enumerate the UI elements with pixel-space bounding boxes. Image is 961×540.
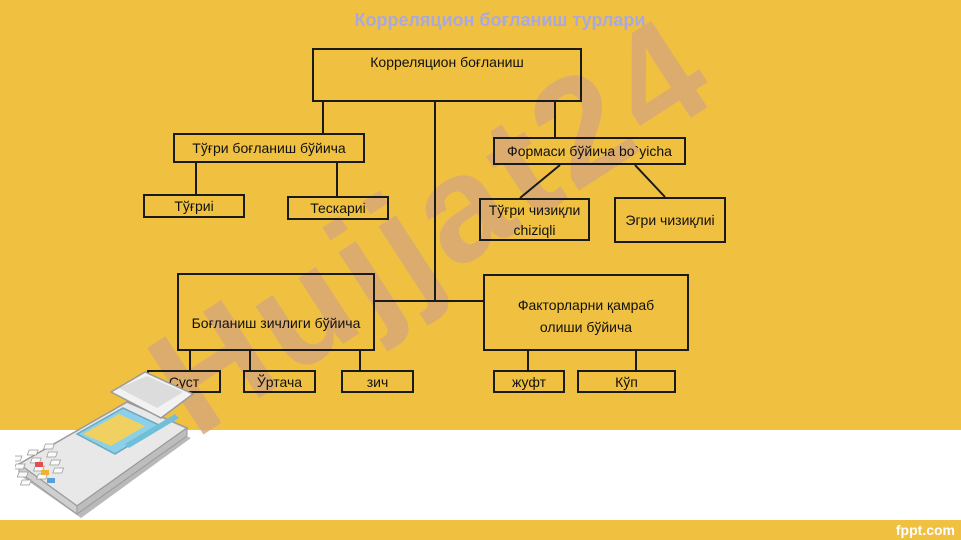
node-strong-label: зич bbox=[366, 373, 389, 390]
node-by-factors: Факторларни қамраб олиши бўйича bbox=[483, 274, 689, 351]
node-medium: Ўртача bbox=[243, 370, 316, 393]
node-direct-label: Тўғриі bbox=[174, 198, 214, 214]
node-inverse-label: Тескариі bbox=[310, 200, 366, 216]
node-direct: Тўғриі bbox=[143, 194, 245, 218]
node-by-factors-label: Факторларни қамраб олиши бўйича bbox=[517, 297, 655, 335]
footer-logo: fppt.com bbox=[895, 522, 955, 538]
node-by-form-label: Формаси бўйича bo`yicha bbox=[507, 143, 672, 159]
node-root: Корреляцион боғланиш bbox=[312, 48, 582, 102]
node-pair: жуфт bbox=[493, 370, 565, 393]
node-multiple-label: Кўп bbox=[615, 373, 638, 390]
node-by-direction: Тўғри боғланиш бўйича bbox=[173, 133, 365, 163]
node-medium-label: Ўртача bbox=[256, 373, 303, 390]
node-root-label: Корреляцион боғланиш bbox=[370, 54, 524, 70]
node-by-direction-label: Тўғри боғланиш бўйича bbox=[192, 140, 346, 156]
node-pair-label: жуфт bbox=[512, 373, 546, 390]
slide-title: Корреляцион боғланиш турлари bbox=[354, 10, 646, 30]
node-weak-label: Суст bbox=[168, 373, 200, 390]
node-curvilinear-label: Эгри чизиқлиі bbox=[625, 212, 715, 228]
node-curvilinear: Эгри чизиқлиі bbox=[614, 197, 726, 243]
node-strong: зич bbox=[341, 370, 414, 393]
node-multiple: Кўп bbox=[577, 370, 676, 393]
payment-terminal-illustration bbox=[15, 371, 195, 518]
node-by-strength: Боғланиш зичлиги бўйича bbox=[177, 273, 375, 351]
node-by-form: Формаси бўйича bo`yicha bbox=[493, 137, 686, 165]
node-inverse: Тескариі bbox=[287, 196, 389, 220]
footer-bar bbox=[0, 520, 961, 540]
node-by-strength-label: Боғланиш зичлиги бўйича bbox=[191, 315, 361, 331]
node-linear: Тўғри чизиқли chiziqli bbox=[479, 198, 590, 241]
node-linear-label: Тўғри чизиқли chiziqli bbox=[488, 201, 581, 238]
